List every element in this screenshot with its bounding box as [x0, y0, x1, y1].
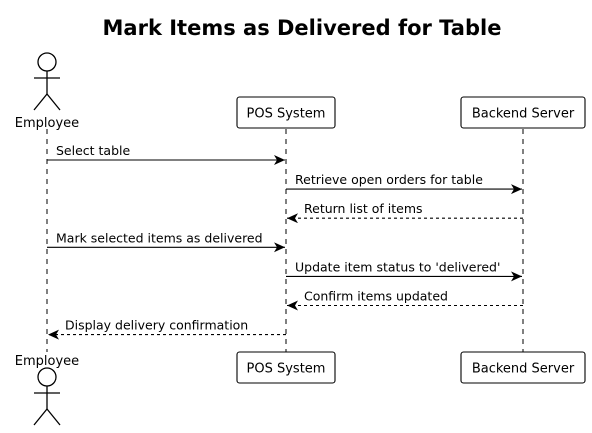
participant-label: Backend Server — [472, 362, 575, 377]
participant-backend-top: Backend Server — [460, 96, 586, 129]
participant-label: Backend Server — [472, 107, 575, 122]
message-label: Return list of items — [304, 201, 423, 216]
message-label: Select table — [56, 143, 131, 158]
message-label: Mark selected items as delivered — [56, 230, 263, 245]
actor-label: Employee — [15, 116, 79, 131]
actor-label: Employee — [15, 354, 79, 369]
participant-label: POS System — [247, 362, 326, 377]
message-3: Return list of items — [287, 201, 523, 224]
message-label: Update item status to 'delivered' — [295, 259, 500, 274]
diagram-title: Mark Items as Delivered for Table — [103, 16, 502, 40]
actor-employee-top: Employee — [15, 52, 79, 131]
participant-box — [460, 96, 586, 129]
message-label: Confirm items updated — [304, 289, 448, 304]
message-label: Display delivery confirmation — [65, 318, 248, 333]
lifelines — [46, 129, 524, 352]
participant-backend-bottom: Backend Server — [460, 351, 586, 384]
participant-box — [236, 351, 336, 384]
actor-figure-icon — [33, 52, 61, 111]
participant-pos-bottom: POS System — [236, 351, 336, 384]
message-6: Confirm items updated — [287, 289, 523, 311]
participant-label: POS System — [247, 107, 326, 122]
participant-box — [460, 351, 586, 384]
actor-figure-icon — [33, 367, 61, 426]
message-2: Retrieve open orders for table — [286, 172, 522, 195]
message-1: Select table — [47, 143, 285, 165]
message-5: Update item status to 'delivered' — [286, 259, 522, 282]
participant-box — [236, 96, 336, 129]
actor-employee-bottom: Employee — [15, 354, 79, 426]
message-4: Mark selected items as delivered — [47, 230, 285, 253]
participant-pos-top: POS System — [236, 96, 336, 129]
message-7: Display delivery confirmation — [48, 318, 286, 340]
message-label: Retrieve open orders for table — [295, 172, 483, 187]
